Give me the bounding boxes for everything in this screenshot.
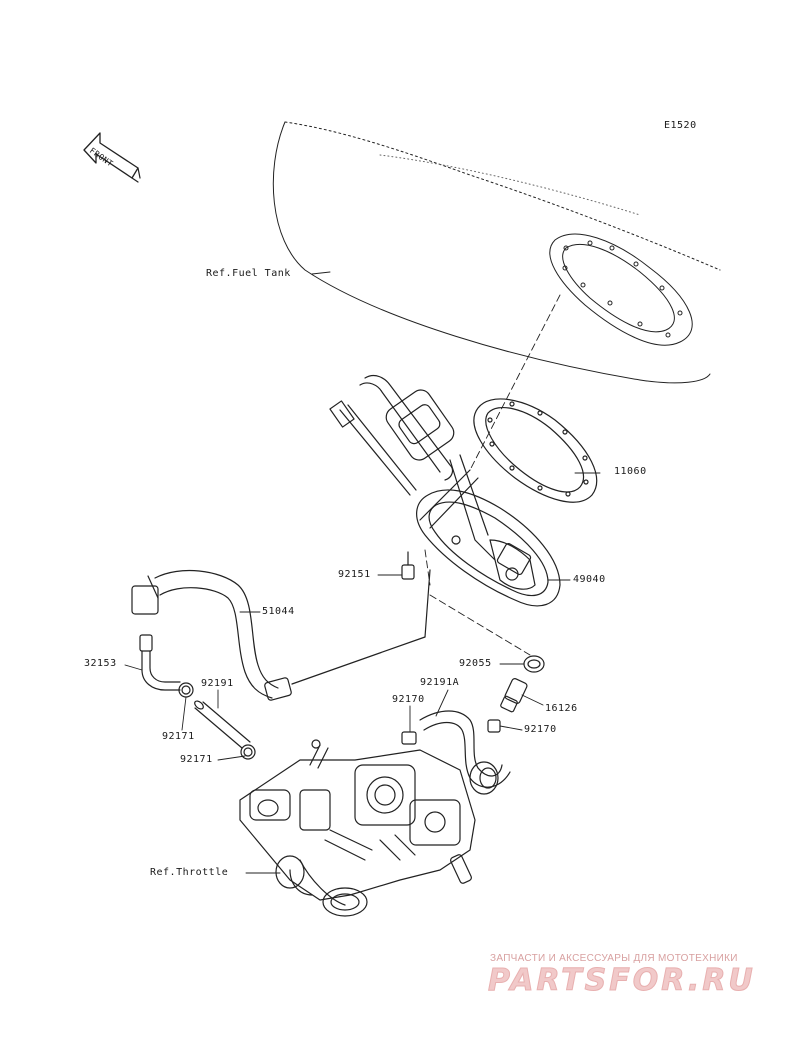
clip-92170-left xyxy=(401,731,417,745)
part-label-92151: 92151 xyxy=(338,569,371,580)
fitting-32153 xyxy=(139,634,181,691)
part-label-49040: 49040 xyxy=(573,574,606,585)
watermark-tagline: ЗАПЧАСТИ И АКСЕССУАРЫ ДЛЯ МОТОТЕХНИКИ xyxy=(490,953,738,964)
part-label-16126: 16126 xyxy=(545,703,578,714)
bolt-92151 xyxy=(401,551,415,580)
diagram-code: E1520 xyxy=(664,120,697,131)
clip-92170-right xyxy=(487,719,501,733)
alignment-lines xyxy=(424,294,561,656)
part-label-51044: 51044 xyxy=(262,606,295,617)
part-label-92191: 92191 xyxy=(201,678,234,689)
part-label-92055: 92055 xyxy=(459,658,492,669)
watermark-logo: PARTSFOR.RU xyxy=(488,963,756,999)
front-arrow-icon xyxy=(83,132,141,183)
hose-51044 xyxy=(131,569,431,701)
part-label-92171-lower: 92171 xyxy=(180,754,213,765)
part-label-32153: 32153 xyxy=(84,658,117,669)
part-label-92170-right: 92170 xyxy=(524,724,557,735)
part-label-11060: 11060 xyxy=(614,466,647,477)
hose-92191A xyxy=(419,710,511,795)
part-label-92191A: 92191A xyxy=(420,677,460,688)
part-label-92170-left: 92170 xyxy=(392,694,425,705)
clamp-92171-lower xyxy=(240,744,256,760)
sensor-16126 xyxy=(500,678,528,713)
tank-opening-gasket xyxy=(549,233,693,346)
fuel-tank-outline xyxy=(272,121,721,384)
clamp-92171-upper xyxy=(178,682,194,698)
ref-throttle-label: Ref.Throttle xyxy=(150,867,229,878)
pump-gasket xyxy=(473,398,598,503)
hose-92191 xyxy=(194,700,251,749)
throttle-body xyxy=(239,739,476,917)
fuel-pump-assembly xyxy=(329,374,561,607)
ref-fuel-tank-label: Ref.Fuel Tank xyxy=(206,268,291,279)
washer-92055 xyxy=(523,655,545,673)
leader-lines xyxy=(124,271,601,874)
part-label-92171-upper: 92171 xyxy=(162,731,195,742)
